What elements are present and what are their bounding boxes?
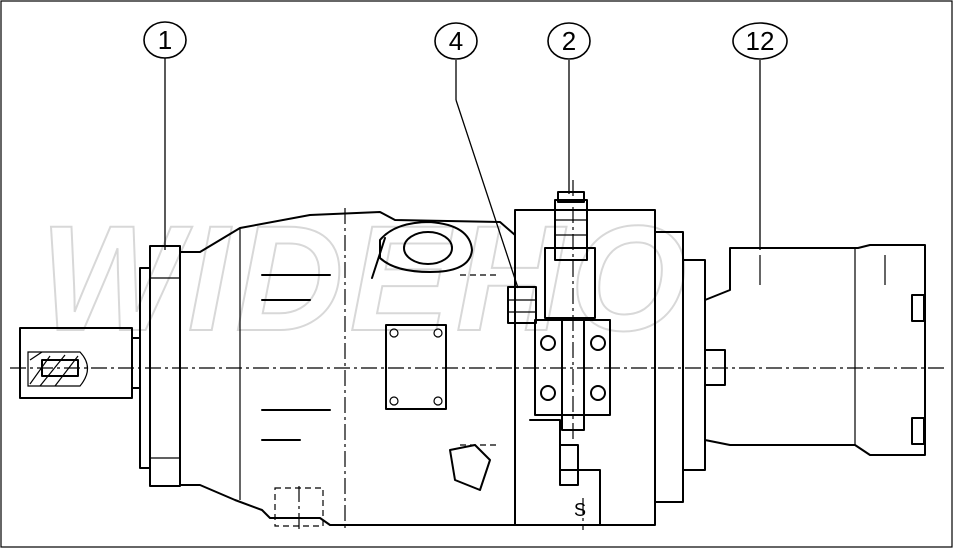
- leader-4b: [455, 99, 519, 289]
- port-label-s: S: [574, 500, 586, 520]
- pump-housing: [179, 208, 516, 530]
- svg-text:4: 4: [449, 26, 463, 56]
- fitting-connector: [507, 286, 537, 324]
- svg-text:12: 12: [746, 26, 775, 56]
- balloon-12: 12: [732, 22, 788, 60]
- svg-text:1: 1: [158, 25, 172, 55]
- watermark-text: WIDEHO: [40, 194, 693, 362]
- balloon-1: 1: [143, 21, 187, 59]
- drive-shaft: [19, 327, 141, 399]
- rear-pump: [704, 244, 926, 456]
- svg-text:2: 2: [562, 26, 576, 56]
- balloon-4: 4: [434, 22, 478, 60]
- balloon-2: 2: [547, 22, 591, 60]
